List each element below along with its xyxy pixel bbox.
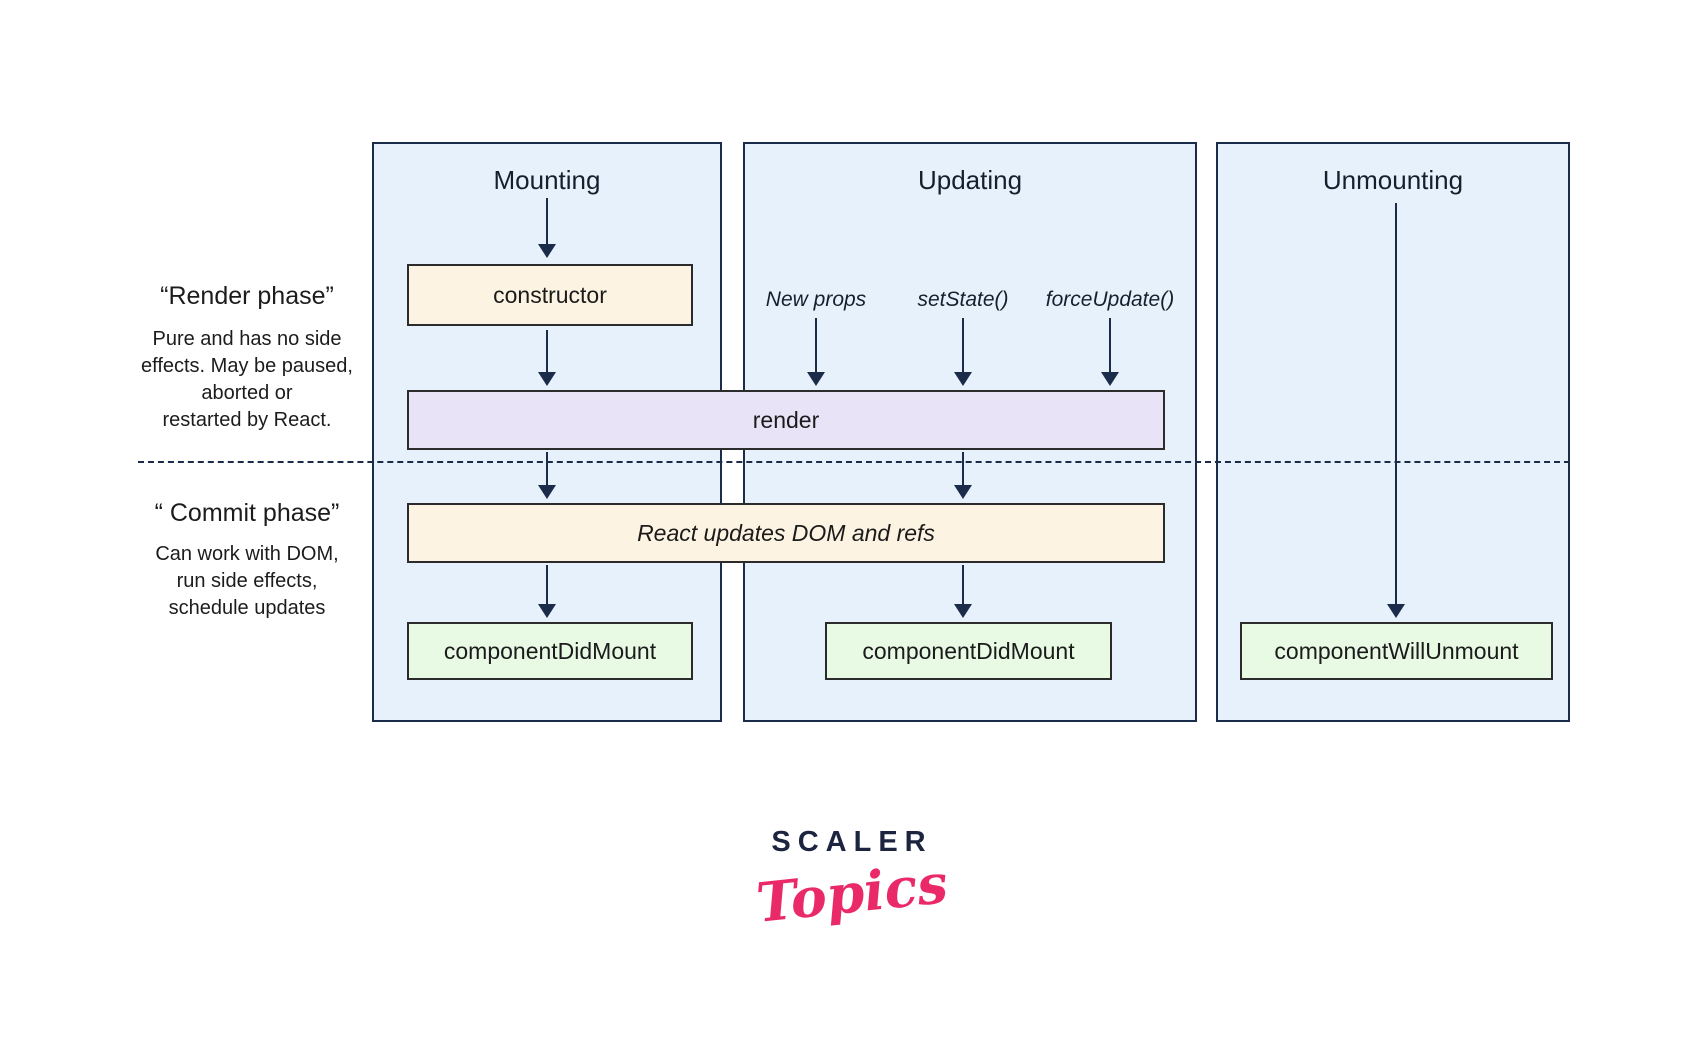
logo-wordmark: SCALER xyxy=(771,826,933,858)
phase-divider-line xyxy=(138,461,1570,463)
render-phase-title: “Render phase” xyxy=(160,282,334,310)
trigger-new-props: New props xyxy=(765,288,867,311)
flow-arrow-icon xyxy=(538,565,556,618)
column-title-unmounting: Unmounting xyxy=(1322,165,1464,195)
arrow-head xyxy=(1387,604,1405,618)
arrow-head xyxy=(954,604,972,618)
flow-arrow-icon xyxy=(954,318,972,386)
arrow-stem xyxy=(1394,203,1398,606)
arrow-stem xyxy=(961,318,965,374)
render-phase-description: Pure and has no side effects. May be pau… xyxy=(141,328,353,431)
arrow-stem xyxy=(961,565,965,606)
constructor-box: constructor xyxy=(407,264,693,326)
arrow-stem xyxy=(545,452,549,487)
flow-arrow-icon xyxy=(538,330,556,386)
arrow-head xyxy=(538,372,556,386)
arrow-stem xyxy=(1108,318,1112,374)
column-title-updating: Updating xyxy=(917,165,1023,195)
arrow-head xyxy=(807,372,825,386)
trigger-set-state: setState() xyxy=(917,288,1009,311)
commit-phase-title: “ Commit phase” xyxy=(154,499,340,527)
flow-arrow-icon xyxy=(954,565,972,618)
flow-arrow-icon xyxy=(807,318,825,386)
arrow-head xyxy=(954,485,972,499)
component-did-mount-box-2: componentDidMount xyxy=(825,622,1112,680)
scaler-topics-logo: SCALER Topics xyxy=(702,826,1002,935)
flow-arrow-icon xyxy=(538,198,556,258)
arrow-head xyxy=(1101,372,1119,386)
arrow-stem xyxy=(961,452,965,487)
flow-arrow-icon xyxy=(954,452,972,499)
arrow-stem xyxy=(545,330,549,374)
arrow-head xyxy=(538,604,556,618)
column-title-mounting: Mounting xyxy=(493,165,601,195)
component-did-mount-box-1: componentDidMount xyxy=(407,622,693,680)
component-will-unmount-box: componentWillUnmount xyxy=(1240,622,1553,680)
trigger-force-update: forceUpdate() xyxy=(1045,288,1175,311)
arrow-stem xyxy=(814,318,818,374)
arrow-head xyxy=(954,372,972,386)
arrow-stem xyxy=(545,198,549,246)
commit-phase-description: Can work with DOM, run side effects, sch… xyxy=(155,543,339,619)
react-updates-bar: React updates DOM and refs xyxy=(407,503,1165,563)
render-bar: render xyxy=(407,390,1165,450)
arrow-head xyxy=(538,244,556,258)
arrow-stem xyxy=(545,565,549,606)
flow-arrow-icon xyxy=(1101,318,1119,386)
flow-arrow-icon xyxy=(1387,203,1405,618)
arrow-head xyxy=(538,485,556,499)
logo-script: Topics xyxy=(753,851,951,935)
flow-arrow-icon xyxy=(538,452,556,499)
